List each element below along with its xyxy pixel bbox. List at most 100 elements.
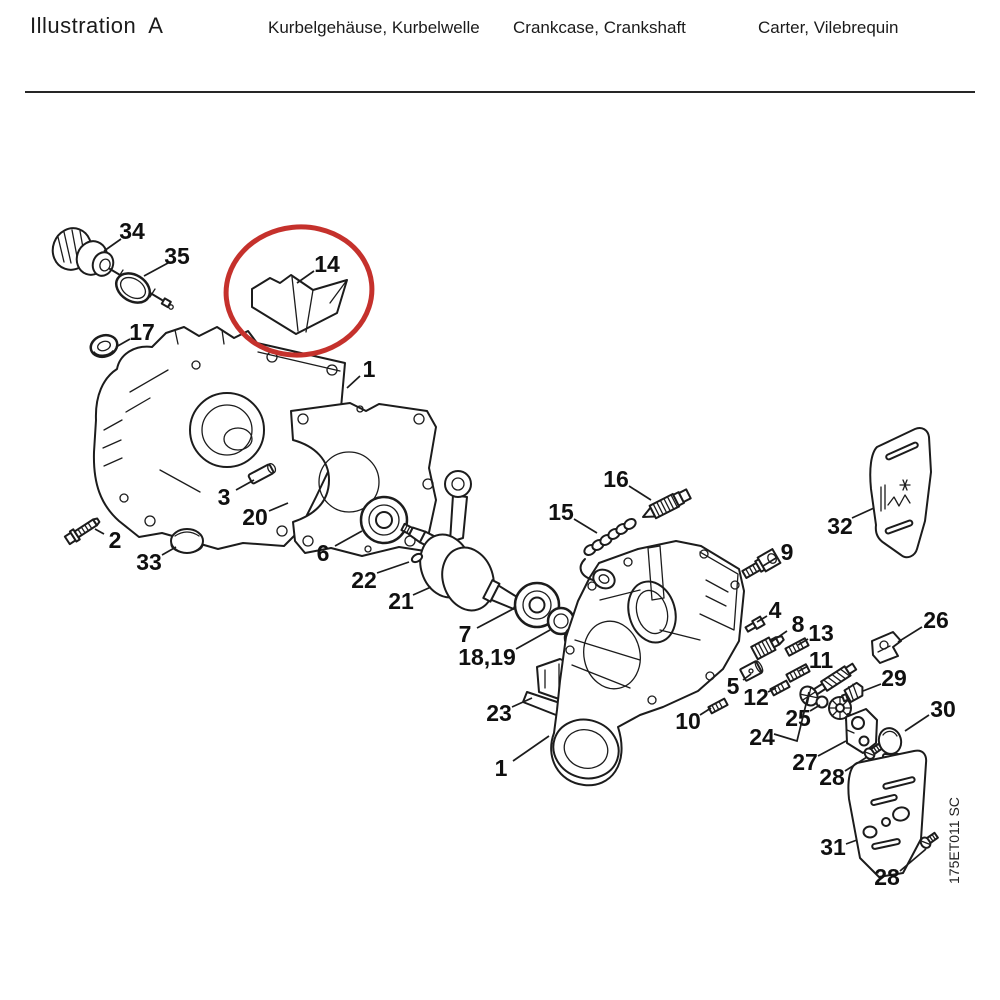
part-label-1: 1 — [495, 755, 508, 781]
leader-line-13 — [797, 638, 809, 646]
part-5-sleeve — [739, 660, 764, 682]
leader-line-16 — [628, 485, 652, 501]
leader-line-25 — [809, 704, 821, 712]
part-label-5: 5 — [727, 673, 740, 699]
part-label-30: 30 — [930, 696, 956, 722]
part-6-ball-bearing — [359, 495, 409, 545]
part-label-28: 28 — [819, 764, 845, 790]
part-10-stud — [707, 697, 729, 715]
leader-line-1 — [512, 735, 550, 762]
leader-line-12 — [767, 687, 777, 693]
caption-english: Crankcase, Crankshaft — [513, 18, 686, 37]
leader-line-22 — [376, 561, 410, 574]
part-label-10: 10 — [675, 708, 701, 734]
part-label-7: 7 — [459, 621, 472, 647]
leader-line-1 — [346, 375, 361, 389]
leader-line-31 — [845, 839, 858, 845]
caption-french: Carter, Vilebrequin — [758, 18, 899, 37]
part-34-oil-pump — [51, 227, 174, 310]
part-31-guide-plate — [847, 749, 928, 878]
leader-line-2 — [94, 528, 105, 535]
part-14-deflector — [251, 274, 348, 335]
leader-line-8 — [770, 630, 788, 643]
part-label-16: 16 — [603, 466, 629, 492]
part-label-12: 12 — [743, 684, 769, 710]
part-label-24: 24 — [749, 724, 775, 750]
part-label-15: 15 — [548, 499, 574, 525]
part-12-stud — [769, 679, 791, 697]
part-label-21: 21 — [388, 588, 414, 614]
part-label-6: 6 — [317, 540, 330, 566]
part-label-31: 31 — [820, 834, 846, 860]
part-33-plug — [170, 528, 204, 554]
leader-line-6 — [334, 530, 363, 547]
leader-line-18,19 — [515, 629, 551, 650]
leader-line-33 — [161, 546, 177, 556]
part-label-26: 26 — [923, 607, 949, 633]
leader-line-5 — [742, 673, 752, 681]
part-label-4: 4 — [769, 597, 782, 623]
part-label-22: 22 — [351, 567, 377, 593]
drawing-code: 175ET011 SC — [946, 797, 962, 884]
page-title: Illustration A — [30, 13, 164, 38]
leader-line-7 — [476, 608, 514, 629]
part-label-20: 20 — [242, 504, 268, 530]
part-15-oil-hose — [579, 518, 637, 590]
part-1-crankcase-half-left — [92, 326, 346, 550]
part-label-3: 3 — [218, 484, 231, 510]
leader-line-27 — [817, 740, 847, 757]
part-label-14: 14 — [314, 251, 340, 277]
part-22-key — [410, 552, 424, 564]
leader-line-23 — [511, 697, 533, 708]
part-label-13: 13 — [808, 620, 834, 646]
leader-line-21 — [412, 586, 432, 596]
part-label-27: 27 — [792, 749, 818, 775]
part-label-35: 35 — [164, 243, 190, 269]
leader-line-9 — [762, 557, 777, 567]
part-9-screw — [741, 548, 782, 579]
leader-line-15 — [573, 518, 598, 534]
leader-line-10 — [699, 707, 712, 716]
leader-line-24 — [773, 691, 810, 743]
part-label-1: 1 — [363, 356, 376, 382]
part-label-32: 32 — [827, 513, 853, 539]
part-2-screw — [63, 517, 101, 546]
part-32-cover-plate — [869, 427, 932, 559]
leader-line-26 — [897, 626, 923, 643]
part-16-valve — [642, 488, 692, 520]
leader-line-14 — [296, 270, 315, 284]
part-label-23: 23 — [486, 700, 512, 726]
part-label-18,19: 18,19 — [458, 644, 516, 670]
leader-line-29 — [862, 683, 882, 692]
leader-line-30 — [904, 714, 930, 732]
part-label-29: 29 — [881, 665, 907, 691]
header-divider — [25, 91, 975, 93]
leader-line-32 — [851, 507, 875, 519]
leader-line-3 — [235, 479, 255, 491]
highlight-circle — [223, 224, 375, 358]
part-label-11: 11 — [809, 647, 834, 673]
leader-line-4 — [756, 615, 768, 623]
pictogram-icon — [880, 479, 911, 512]
leader-line-20 — [268, 502, 289, 512]
part-35-oring — [115, 272, 151, 304]
leader-line-34 — [103, 238, 122, 252]
part-3-dowel-pin — [247, 463, 277, 485]
leader-line-11 — [798, 665, 809, 672]
part-label-28: 28 — [874, 864, 900, 890]
part-29-pawl — [841, 681, 864, 703]
part-label-25: 25 — [785, 705, 811, 731]
part-label-8: 8 — [792, 611, 805, 637]
caption-german: Kurbelgehäuse, Kurbelwelle — [268, 18, 480, 37]
leader-line-28 — [899, 848, 927, 872]
part-label-17: 17 — [129, 319, 155, 345]
part-28-screw-lower — [919, 831, 939, 849]
part-1-crankcase-half-right — [550, 540, 745, 787]
part-label-9: 9 — [781, 539, 794, 565]
part-26-clamp — [871, 631, 902, 664]
leader-line-35 — [143, 262, 169, 277]
leader-line-28 — [844, 756, 868, 772]
